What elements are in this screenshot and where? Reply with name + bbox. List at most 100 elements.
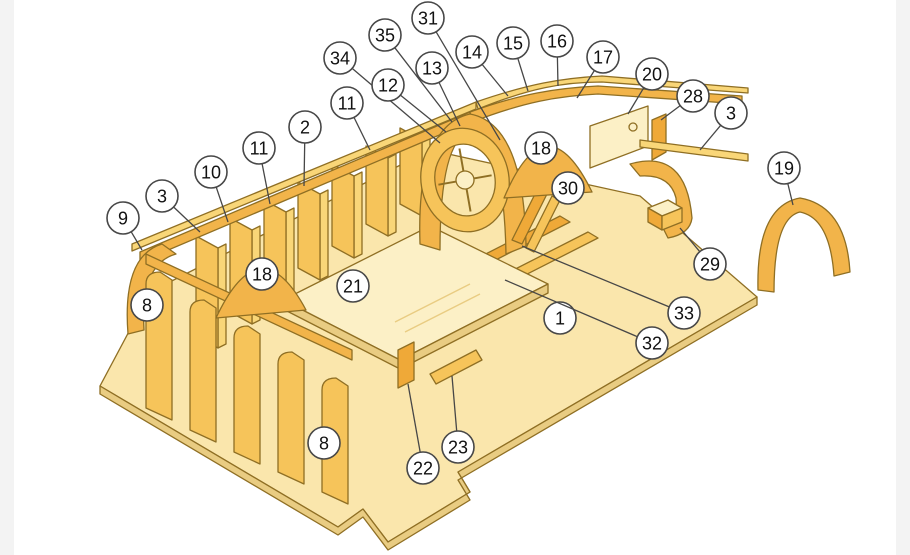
callout-3: 3: [145, 179, 201, 233]
leader-line: [556, 56, 559, 87]
callout-3: 3: [699, 96, 748, 151]
callout-15: 15: [496, 26, 530, 92]
panel-hole: [628, 122, 638, 132]
callout-circle: [676, 79, 710, 113]
callout-number: 30: [558, 178, 578, 198]
former-rib-side: [319, 189, 329, 281]
leader-line: [438, 82, 461, 127]
callout-18: 18: [245, 257, 279, 291]
leader-line: [130, 231, 143, 251]
leader-line: [407, 383, 421, 453]
callout-circle: [543, 301, 577, 335]
former-rib-side: [353, 171, 363, 259]
callout-13: 13: [415, 51, 461, 127]
callout-number: 17: [593, 47, 613, 67]
chassis-model: [99, 75, 851, 551]
leader-line: [399, 94, 447, 133]
canvas-margin-left: [0, 0, 14, 555]
callout-29: 29: [679, 227, 727, 281]
leader-line: [517, 58, 529, 92]
callout-number: 22: [413, 458, 433, 478]
callout-number: 3: [726, 103, 736, 123]
canvas-margin-right: [896, 0, 910, 555]
callout-number: 35: [375, 25, 395, 45]
callout-18: 18: [524, 131, 558, 165]
callout-number: 9: [118, 208, 128, 228]
callout-circle: [307, 426, 341, 460]
front-rib: [189, 299, 217, 443]
callout-number: 19: [774, 158, 794, 178]
callout-circle: [693, 247, 727, 281]
callout-30: 30: [551, 171, 585, 205]
callout-31: 31: [411, 1, 501, 141]
callout-17: 17: [576, 40, 620, 99]
callout-23: 23: [441, 375, 475, 464]
callout-number: 33: [674, 303, 694, 323]
fan-hub: [455, 170, 475, 190]
leader-line: [451, 375, 458, 432]
callout-circle: [586, 40, 620, 74]
front-rib: [233, 325, 261, 465]
callout-circle: [323, 41, 357, 75]
leader-line: [353, 117, 371, 151]
callout-number: 28: [683, 86, 703, 106]
callout-circle: [106, 201, 140, 235]
leader-line: [627, 87, 645, 115]
strip-22: [397, 341, 415, 389]
callout-circle: [496, 26, 530, 60]
callout-circle: [145, 179, 179, 213]
callout-number: 31: [418, 8, 438, 28]
callout-circle: [714, 96, 748, 130]
leader-line: [261, 163, 271, 205]
leader-line: [521, 245, 670, 308]
callout-circle: [288, 110, 322, 144]
callout-34: 34: [323, 41, 441, 144]
callout-number: 21: [343, 276, 363, 296]
callout-number: 32: [642, 333, 662, 353]
callout-number: 8: [319, 433, 329, 453]
leader-line: [787, 183, 794, 206]
wheel-arch-19: [757, 197, 851, 293]
strip-23: [429, 349, 483, 385]
callout-number: 23: [448, 437, 468, 457]
callout-circle: [767, 151, 801, 185]
callout-number: 20: [642, 64, 662, 84]
callout-number: 12: [378, 75, 398, 95]
callout-circle: [415, 51, 449, 85]
former-rib-side: [387, 153, 397, 237]
callout-20: 20: [627, 57, 669, 115]
fan-assembly: [420, 127, 510, 233]
panel-former: [589, 105, 649, 169]
callout-28: 28: [660, 79, 710, 121]
callout-number: 1: [555, 308, 565, 328]
callout-circle: [406, 451, 440, 485]
callout-circle: [371, 68, 405, 102]
callout-number: 2: [300, 117, 310, 137]
fan-shroud-ring: [420, 127, 510, 233]
leader-line: [699, 124, 722, 151]
callout-21: 21: [336, 269, 370, 303]
callout-number: 16: [547, 31, 567, 51]
callout-8: 8: [307, 426, 341, 460]
callout-circle: [336, 269, 370, 303]
spacer-strip: [651, 113, 667, 161]
callout-circle: [667, 296, 701, 330]
callout-number: 11: [250, 138, 269, 158]
callout-14: 14: [455, 35, 509, 97]
callout-number: 34: [330, 48, 350, 68]
callout-19: 19: [767, 151, 801, 206]
callout-circle: [411, 1, 445, 35]
callout-16: 16: [540, 24, 574, 87]
leader-line: [435, 31, 501, 141]
leader-line: [576, 70, 595, 99]
callout-number: 18: [531, 138, 551, 158]
platform-seam: [394, 283, 481, 333]
callout-circle: [242, 131, 276, 165]
callout-circle: [441, 430, 475, 464]
callout-number: 29: [700, 254, 720, 274]
callout-11: 11: [242, 131, 276, 205]
leader-line: [394, 47, 453, 123]
callout-32: 32: [504, 279, 669, 360]
